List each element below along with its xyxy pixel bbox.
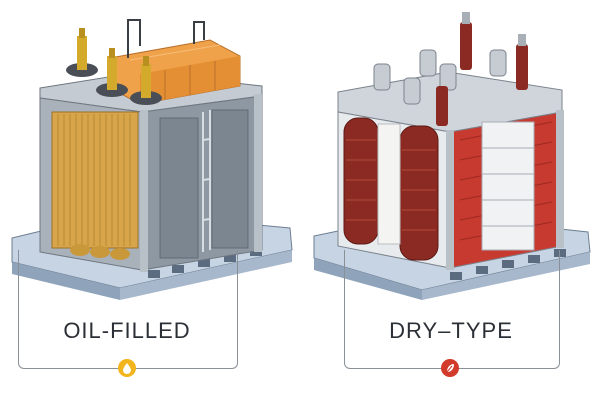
copper-windings — [343, 117, 439, 261]
dry-type-frame — [344, 250, 560, 369]
dry-type-label: DRY–TYPE — [389, 318, 513, 343]
leaf-icon — [446, 364, 454, 373]
oil-filled-transformer-illustration — [11, 19, 293, 300]
oil-drop-badge — [118, 359, 136, 377]
porcelain-bushings — [373, 12, 528, 126]
leaf-badge — [441, 359, 459, 377]
dry-type-transformer-illustration — [313, 12, 591, 300]
bushings — [66, 28, 162, 105]
insulator-stack — [481, 121, 535, 251]
oil-drop-icon — [123, 363, 131, 374]
radiator-fins — [51, 111, 139, 260]
oil-filled-label: OIL-FILLED — [63, 318, 191, 343]
oil-filled-frame — [18, 250, 238, 369]
